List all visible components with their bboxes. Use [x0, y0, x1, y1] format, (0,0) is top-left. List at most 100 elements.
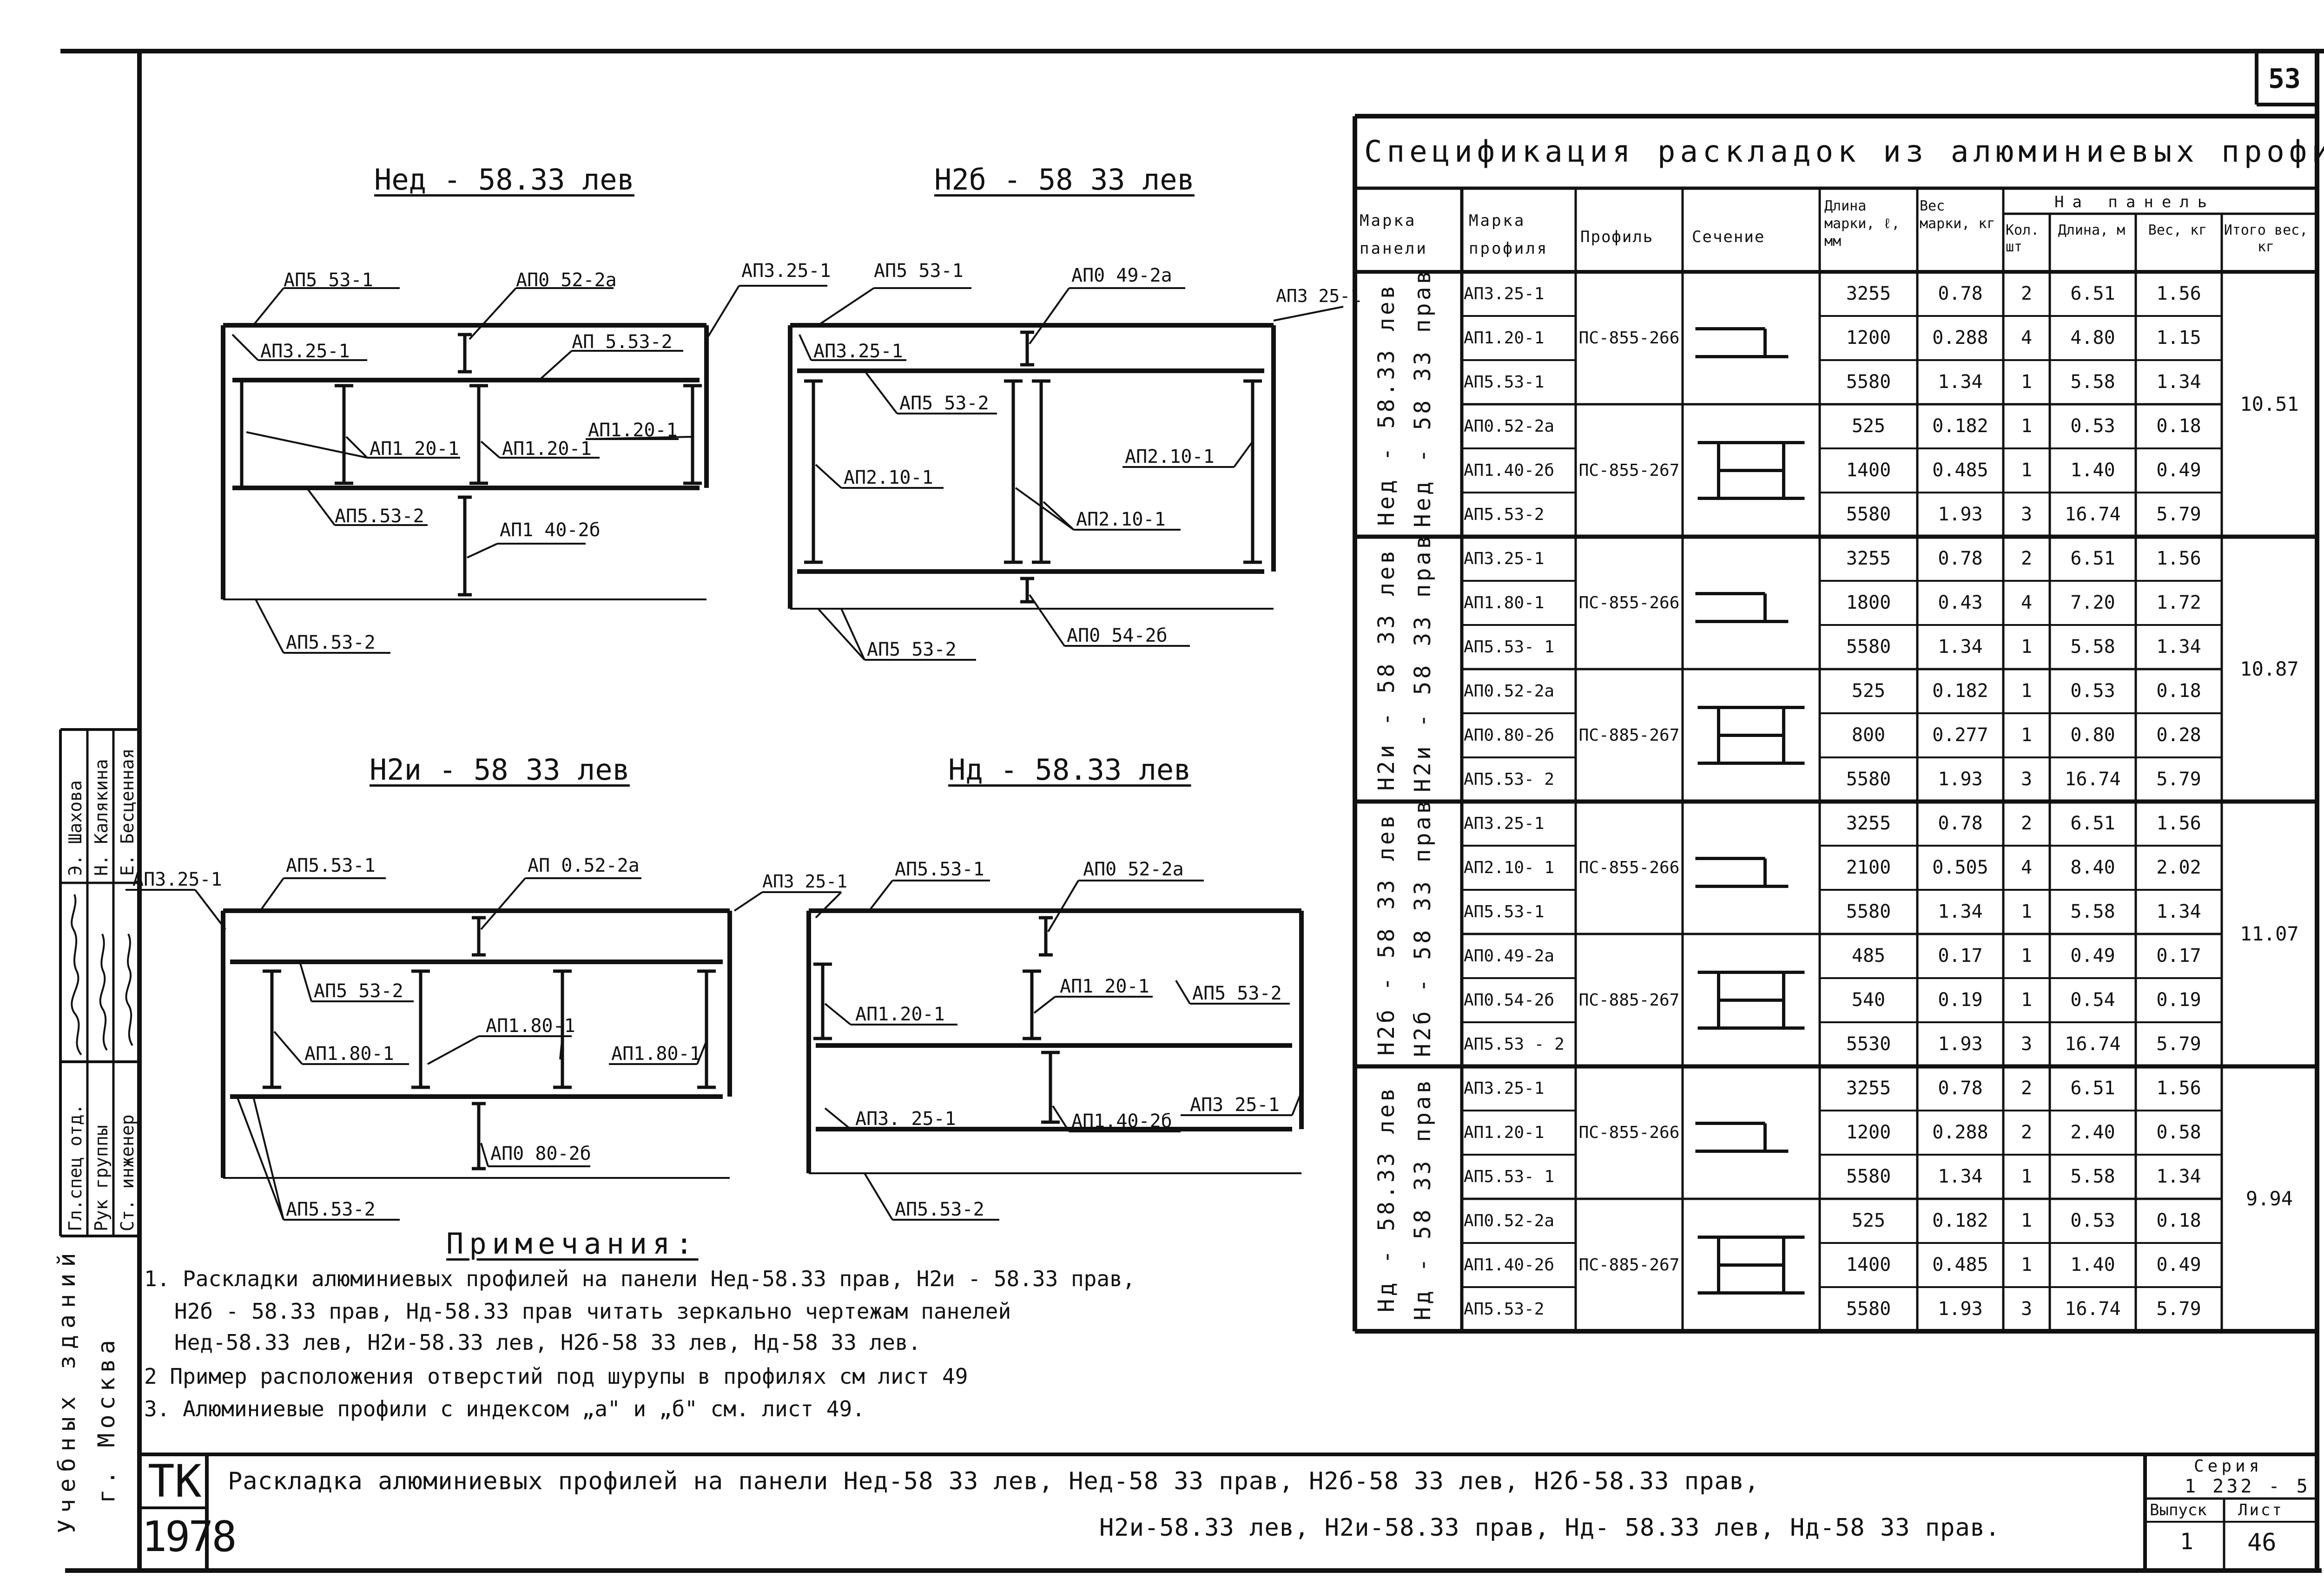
cell-marka-profilya: АП5.53- 2: [1464, 770, 1555, 789]
cell-kol: 3: [2020, 1298, 2033, 1320]
cell-marka-profilya: АП1.20-1: [1464, 1123, 1545, 1142]
drawing-label: АП 5.53-2: [572, 331, 673, 353]
drawing-label: АП1.20-1: [855, 1004, 945, 1025]
drawing-label: АП3 25-1: [1190, 1094, 1280, 1116]
cell-ves-marki: 1.34: [1938, 1166, 1983, 1187]
cell-marka-paneli: Нд - 58 33 прав: [1410, 1077, 1436, 1321]
cell-ves: 1.34: [2156, 371, 2201, 393]
cell-ves-marki: 1.34: [1938, 371, 1983, 393]
cell-ves: 5.79: [2156, 1298, 2201, 1320]
cell-dlina-marki: 540: [1851, 989, 1886, 1011]
cell-ves-marki: 0.43: [1938, 592, 1983, 613]
section-sketch: [1695, 327, 1789, 358]
cell-kol: 3: [2020, 504, 2033, 525]
cell-ves-marki: 0.19: [1938, 989, 1983, 1011]
drawing-label: АП 0.52-2а: [528, 855, 640, 876]
cell-ves-marki: 0.78: [1938, 548, 1983, 569]
cell-kol: 1: [2020, 415, 2033, 437]
cell-dlina-marki: 5580: [1846, 1166, 1891, 1187]
seria-label: Серия: [2194, 1457, 2263, 1476]
drawing-title-n2i: Н2и - 58 33 лев: [370, 753, 630, 787]
stamp-tk: ТК: [148, 1455, 202, 1507]
cell-marka-profilya: АП3.25-1: [1464, 814, 1545, 833]
cell-marka-profilya: АП2.10- 1: [1464, 858, 1555, 877]
cell-dlina-marki: 525: [1851, 1210, 1886, 1231]
cell-ves-marki: 0.505: [1932, 857, 1988, 878]
cell-marka-paneli: Нед - 58 33 прав: [1410, 268, 1436, 527]
section-sketch: [1697, 706, 1805, 765]
cell-dlina: 0.53: [2070, 680, 2115, 702]
cell-ves: 1.56: [2156, 813, 2201, 834]
cell-dlina: 6.51: [2070, 813, 2115, 834]
cell-marka-profilya: АП5.53-2: [1464, 1300, 1545, 1319]
cell-dlina: 6.51: [2070, 548, 2115, 569]
drawing-label: АП5 53-1: [874, 260, 964, 282]
drawing-label: АП0 54-2б: [1067, 625, 1168, 646]
cell-dlina-marki: 485: [1851, 945, 1886, 966]
cell-ves-marki: 0.78: [1938, 813, 1983, 834]
cell-marka-profilya: АП0.52-2а: [1464, 1211, 1555, 1230]
cell-marka-profilya: АП3.25-1: [1464, 284, 1545, 303]
cell-ves-marki: 0.277: [1932, 724, 1988, 746]
cell-ves: 1.56: [2156, 1078, 2201, 1099]
notes-title: Примечания:: [446, 1227, 699, 1261]
drawing-label: АП5.53-2: [335, 506, 424, 527]
cell-ves-marki: 0.182: [1932, 680, 1988, 702]
cell-ves: 0.18: [2156, 1210, 2201, 1231]
cell-kol: 1: [2020, 989, 2033, 1011]
header-ves-marki: Вес марки, кг: [1920, 198, 1995, 232]
cell-dlina: 1.40: [2070, 1254, 2115, 1275]
cell-ves: 0.18: [2156, 415, 2201, 437]
cell-itogo: 11.07: [2240, 922, 2299, 945]
cell-kol: 2: [2020, 813, 2033, 834]
drawing-label: АП5.53-1: [895, 859, 984, 880]
cell-dlina-marki: 525: [1851, 680, 1886, 702]
cell-ves: 1.56: [2156, 283, 2201, 304]
cell-dlina: 6.51: [2070, 283, 2115, 304]
drawing-label: АП0 49-2а: [1071, 265, 1172, 286]
header-dlina: Длина, м: [2058, 222, 2126, 238]
cell-marka-profilya: АП0.52-2а: [1464, 417, 1555, 436]
cell-dlina-marki: 3255: [1846, 1078, 1891, 1099]
cell-marka-profilya: АП3.25-1: [1464, 549, 1545, 568]
header-profil: Профиль: [1580, 228, 1654, 246]
drawing-label: АП5 53-1: [284, 270, 373, 291]
stamp-year: 1978: [142, 1512, 237, 1561]
drawing-label: АП1.80-1: [611, 1043, 701, 1065]
drawing-label: АП1 20-1: [1060, 976, 1149, 997]
cell-ves-marki: 0.182: [1932, 1210, 1988, 1231]
cell-dlina: 8.40: [2070, 857, 2115, 878]
cell-kol: 2: [2020, 283, 2033, 304]
drawing-label: АП1.80-1: [486, 1015, 575, 1037]
cell-kol: 1: [2020, 724, 2033, 746]
cell-ves: 0.49: [2156, 1254, 2201, 1275]
cell-dlina: 0.80: [2070, 724, 2115, 746]
cell-dlina-marki: 5580: [1846, 504, 1891, 525]
cell-ves: 1.34: [2156, 636, 2201, 657]
drawing-label: АП2.10-1: [1076, 509, 1166, 530]
cell-ves-marki: 1.93: [1938, 504, 1983, 525]
cell-dlina: 7.20: [2070, 592, 2115, 613]
drawing-label: АП2.10-1: [1125, 446, 1215, 467]
drawing-label: АП5.53-2: [286, 1199, 376, 1220]
section-sketch: [1695, 592, 1789, 623]
cell-marka-profilya: АП5.53-2: [1464, 505, 1545, 524]
cell-dlina: 5.58: [2070, 636, 2115, 657]
drawing-label: АП5.53-2: [286, 632, 376, 653]
drawing-label: АП0 52-2а: [1083, 859, 1184, 880]
drawing-label: АП1 20-1: [370, 438, 459, 460]
cell-marka-profilya: АП1.40-2б: [1464, 461, 1555, 480]
drawing-label: АП5 53-2: [314, 980, 403, 1002]
note-line: 2 Пример расположения отверстий под шуру…: [144, 1364, 968, 1389]
cell-kol: 3: [2020, 1033, 2033, 1055]
cell-ves-marki: 1.34: [1938, 901, 1983, 922]
cell-ves: 5.79: [2156, 1033, 2201, 1055]
cell-kol: 1: [2020, 1210, 2033, 1231]
cell-ves: 0.28: [2156, 724, 2201, 746]
cell-dlina: 16.74: [2065, 504, 2121, 525]
cell-dlina-marki: 5580: [1846, 371, 1891, 393]
cell-kol: 4: [2020, 327, 2033, 348]
drawing-label: АП3.25-1: [132, 869, 222, 890]
header-na-panel: На панель: [2054, 193, 2216, 211]
drawing-n2b-frame: [788, 323, 1276, 610]
